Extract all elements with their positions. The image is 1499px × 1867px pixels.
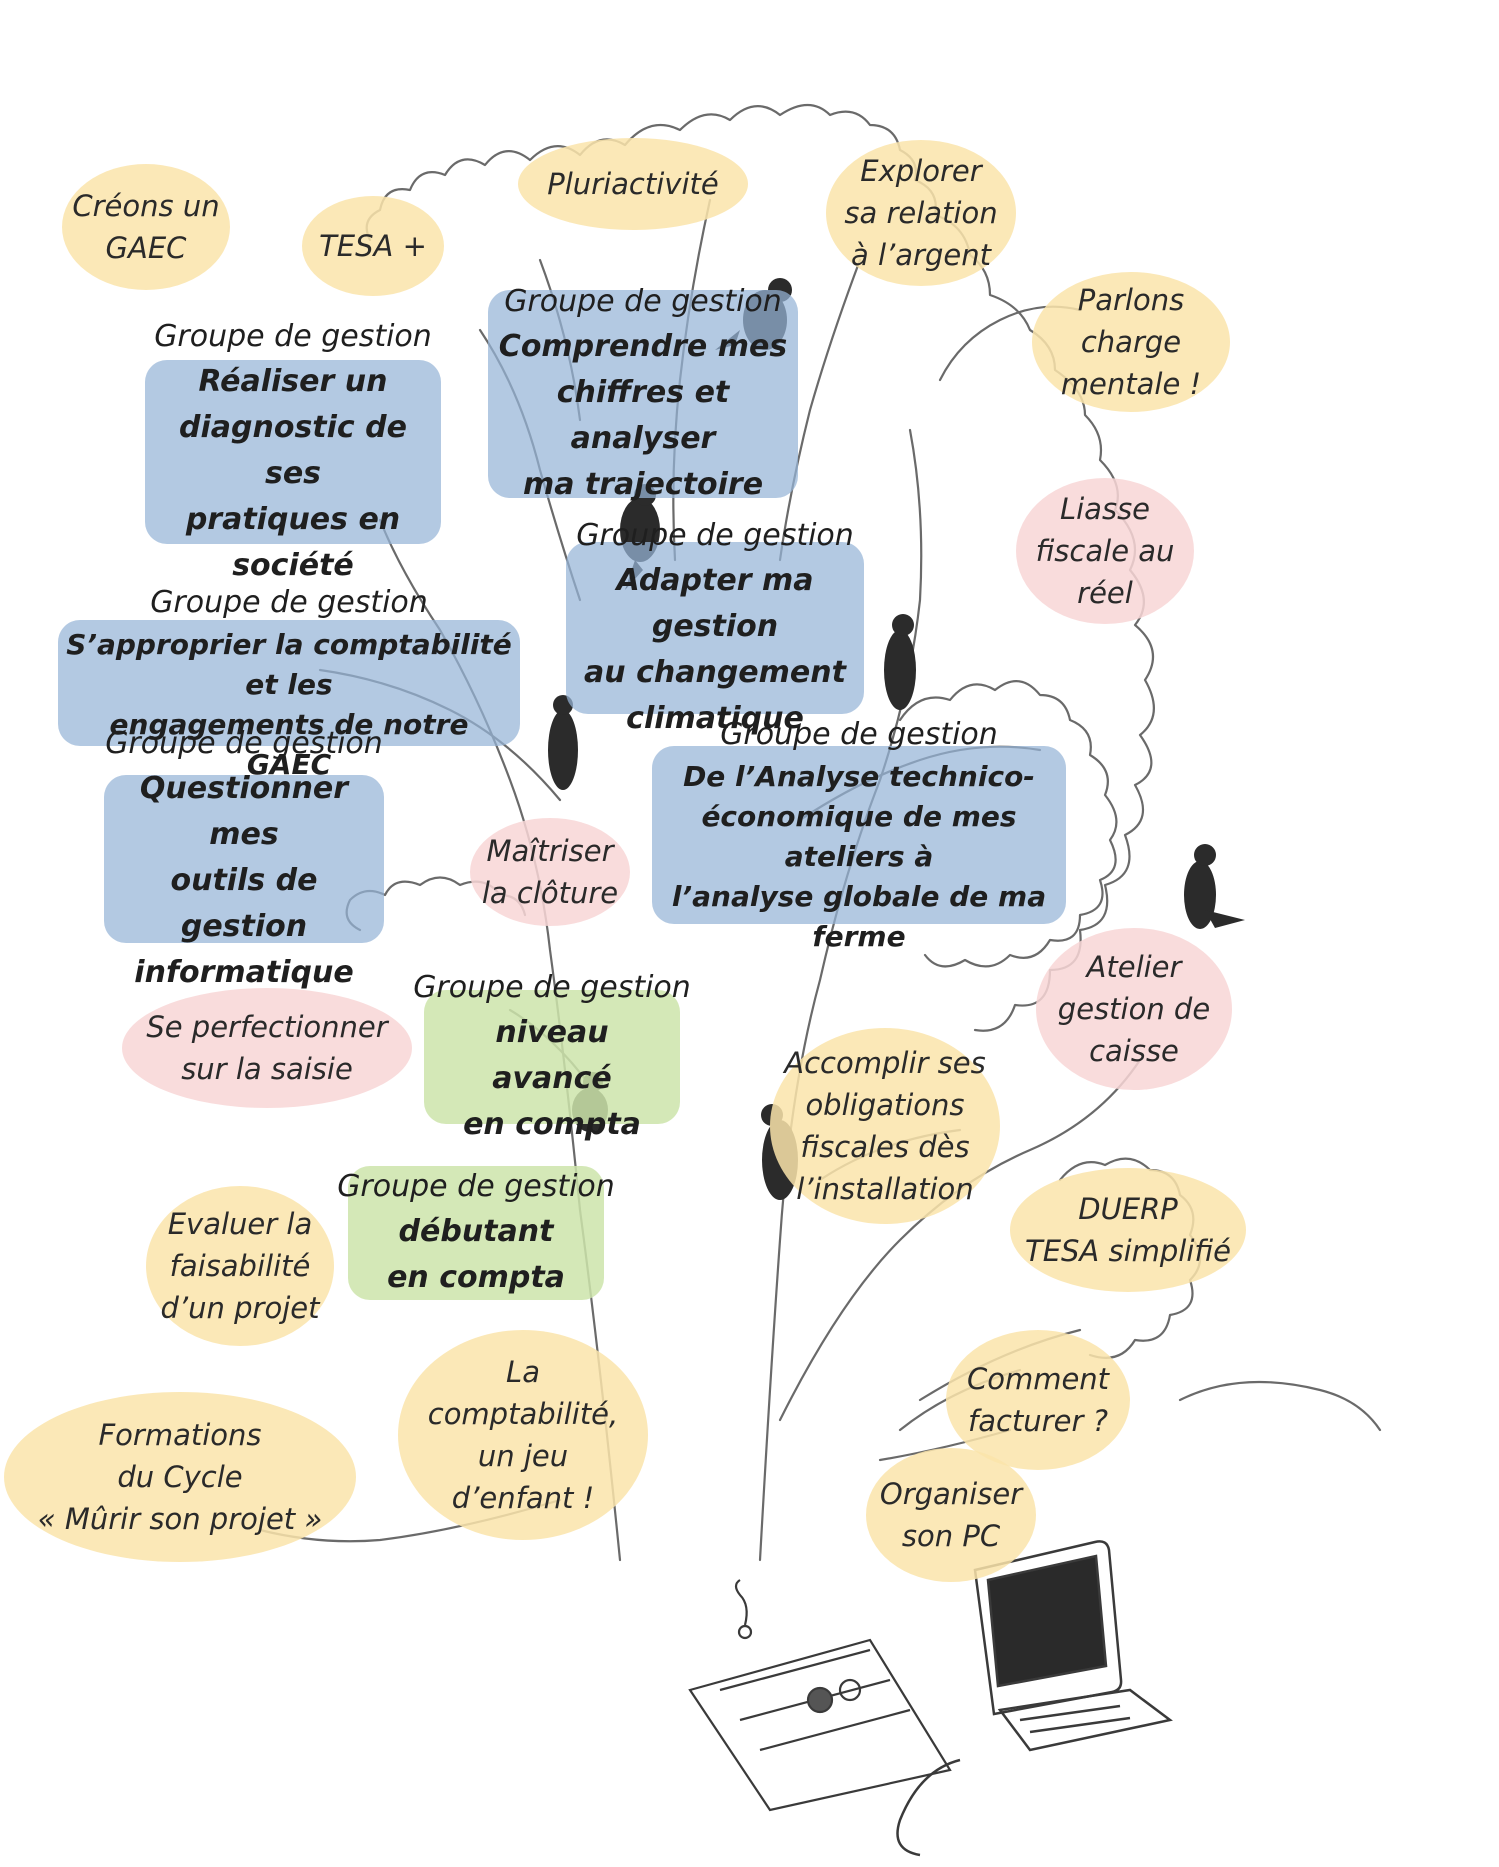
bubble-duerp-tesa-text: DUERP TESA simplifié — [1024, 1192, 1232, 1268]
box-heading: Groupe de gestion — [413, 970, 691, 1005]
box-title: Réaliser un diagnostic de ses pratiques … — [179, 364, 407, 583]
bubble-comment-facturer-text: Comment facturer ? — [966, 1362, 1110, 1438]
box-comptabilite-gaec: Groupe de gestion S’approprier la compta… — [58, 585, 520, 781]
bubble-organiser-pc-text: Organiser son PC — [879, 1477, 1023, 1553]
bubble-tesa-plus-text: TESA + — [319, 229, 427, 263]
bubble-atelier-caisse: Atelier gestion de caisse — [1036, 928, 1232, 1090]
bubble-creons-gaec: Créons un GAEC — [62, 164, 230, 290]
box-changement-climatique: Groupe de gestion Adapter ma gestion au … — [566, 518, 864, 736]
bubble-liasse-fiscale: Liasse fiscale au réel — [1016, 478, 1194, 624]
bubble-charge-mentale: Parlons charge mentale ! — [1032, 272, 1230, 412]
bubble-relation-argent-text: Explorer sa relation à l’argent — [844, 154, 998, 272]
bubble-jeu-enfant-text: La comptabilité, un jeu d’enfant ! — [427, 1355, 619, 1515]
box-outils-informatique: Groupe de gestion Questionner mes outils… — [104, 726, 384, 990]
bubble-perfectionner-saisie: Se perfectionner sur la saisie — [122, 988, 412, 1108]
box-heading: Groupe de gestion — [105, 726, 383, 761]
box-title: De l’Analyse technico- économique de mes… — [671, 760, 1047, 953]
bubble-maitriser-cloture-text: Maîtriser la clôture — [481, 834, 619, 910]
bird-icon — [1184, 844, 1245, 929]
bubble-jeu-enfant: La comptabilité, un jeu d’enfant ! — [398, 1330, 648, 1540]
box-heading: Groupe de gestion — [504, 284, 782, 319]
box-niveau-avance: Groupe de gestion niveau avancé en compt… — [413, 970, 691, 1142]
bubble-maitriser-cloture: Maîtriser la clôture — [470, 818, 630, 926]
bird-icon — [884, 614, 916, 710]
bubble-pluriactivite-text: Pluriactivité — [547, 167, 719, 201]
box-title: Adapter ma gestion au changement climati… — [584, 563, 846, 736]
bubble-creons-gaec-text: Créons un GAEC — [72, 189, 220, 265]
bubble-duerp-tesa: DUERP TESA simplifié — [1010, 1168, 1246, 1292]
box-debutant: Groupe de gestion débutant en compta — [337, 1166, 615, 1300]
bubble-obligations-fiscales-text: Accomplir ses obligations fiscales dès l… — [784, 1046, 986, 1206]
bubble-faisabilite-projet-text: Evaluer la faisabilité d’un projet — [160, 1207, 320, 1325]
bubble-obligations-fiscales: Accomplir ses obligations fiscales dès l… — [770, 1028, 1000, 1224]
bubble-liasse-fiscale-text: Liasse fiscale au réel — [1035, 492, 1175, 610]
tree-canopy-inner — [898, 680, 1118, 968]
bubble-charge-mentale-text: Parlons charge mentale ! — [1060, 283, 1202, 401]
box-heading: Groupe de gestion — [720, 717, 998, 752]
bubble-atelier-caisse-text: Atelier gestion de caisse — [1057, 950, 1211, 1068]
laptop-icon — [896, 1540, 1173, 1857]
box-heading: Groupe de gestion — [337, 1169, 615, 1204]
box-title: S’approprier la comptabilité et les enga… — [66, 628, 512, 781]
board-game-icon — [688, 1579, 952, 1812]
box-title: débutant en compta — [387, 1214, 565, 1295]
bubble-organiser-pc: Organiser son PC — [866, 1448, 1036, 1582]
box-comprendre-chiffres: Groupe de gestion Comprendre mes chiffre… — [488, 284, 798, 502]
box-analyse-technico: Groupe de gestion De l’Analyse technico-… — [652, 717, 1066, 953]
box-title: Comprendre mes chiffres et analyser ma t… — [498, 329, 788, 502]
bubble-faisabilite-projet: Evaluer la faisabilité d’un projet — [146, 1186, 334, 1346]
bubble-relation-argent: Explorer sa relation à l’argent — [826, 140, 1016, 286]
box-title: Questionner mes outils de gestion inform… — [134, 771, 354, 990]
bubble-cycle-murir: Formations du Cycle « Mûrir son projet » — [4, 1392, 356, 1562]
bubble-tesa-plus: TESA + — [302, 196, 444, 296]
box-heading: Groupe de gestion — [576, 518, 854, 553]
box-diagnostic-pratiques: Groupe de gestion Réaliser un diagnostic… — [145, 319, 441, 583]
bubble-comment-facturer: Comment facturer ? — [946, 1330, 1130, 1470]
bubble-cycle-murir-text: Formations du Cycle « Mûrir son projet » — [37, 1418, 323, 1536]
box-title: niveau avancé en compta — [463, 1015, 641, 1142]
bubble-pluriactivite: Pluriactivité — [518, 138, 748, 230]
bubble-perfectionner-saisie-text: Se perfectionner sur la saisie — [146, 1010, 388, 1086]
box-heading: Groupe de gestion — [150, 585, 428, 620]
box-heading: Groupe de gestion — [154, 319, 432, 354]
